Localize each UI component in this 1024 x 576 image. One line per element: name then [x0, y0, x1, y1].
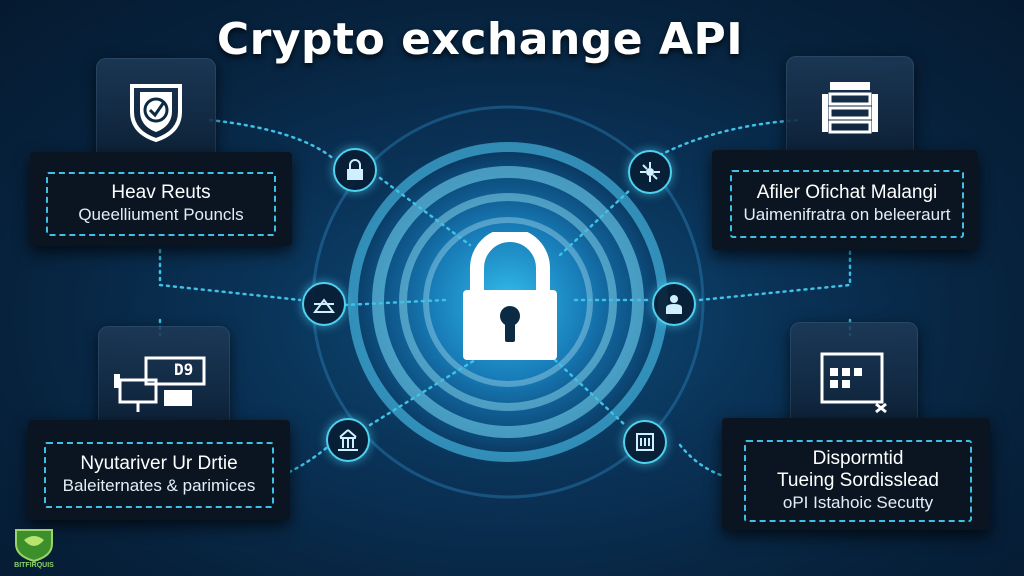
shield-logo-icon: [15, 529, 53, 563]
brand-logo: BITFIRQUIS: [12, 526, 56, 572]
node-tools: [302, 282, 346, 326]
top-left-card: Heav Reuts Queelliument Pouncls: [30, 152, 292, 246]
bottom-right-card-title-line2: Tueing Sordisslead: [777, 470, 939, 491]
padlock-icon: [463, 232, 557, 360]
connector: [208, 118, 337, 162]
node-building: [326, 418, 370, 462]
node-chip: [623, 420, 667, 464]
user-icon: [666, 295, 682, 314]
small-lock-icon: [347, 159, 363, 180]
top-left-card-subtitle: Queelliument Pouncls: [78, 205, 244, 224]
top-right-card: Afiler Ofichat Malangi Uaimenifratra on …: [712, 150, 978, 250]
shield-check-icon: [130, 84, 182, 142]
diagram-title: Crypto exchange API: [216, 14, 744, 65]
connector: [698, 248, 852, 302]
bottom-right-card-subtitle: oPI Istahoic Secutty: [782, 493, 934, 512]
node-padlock: [333, 148, 377, 192]
bottom-right-card: Dispormtid Tueing Sordisslead oPI Istaho…: [722, 418, 990, 530]
tools-icon: [313, 298, 335, 313]
logo-text: BITFIRQUIS: [14, 562, 54, 569]
bottom-left-card: Nyutariver Ur Drtie Baleiternates & pari…: [28, 420, 290, 520]
top-right-label-box: Afiler Ofichat Malangi Uaimenifratra on …: [730, 170, 964, 238]
top-left-icon-tile: [96, 58, 216, 168]
bottom-left-card-subtitle: Baleiternates & parimices: [62, 476, 256, 495]
node-network: [628, 150, 672, 194]
circuit-board-icon: [820, 352, 887, 414]
server-rack-icon: [822, 82, 878, 134]
terminal-monitor-icon: [114, 356, 206, 412]
network-hub-icon: [640, 162, 660, 182]
connection-lines: [158, 118, 852, 482]
chip-icon: [636, 433, 654, 451]
terminal-code-text: D9: [174, 360, 194, 379]
connector: [158, 248, 302, 302]
bottom-left-card-title: Nyutariver Ur Drtie: [80, 453, 238, 474]
connector: [553, 358, 627, 427]
ring-4: [423, 217, 593, 387]
connector: [558, 188, 632, 257]
connector: [368, 358, 477, 427]
bottom-left-label-box: Nyutariver Ur Drtie Baleiternates & pari…: [44, 442, 274, 508]
bottom-right-icon-tile: [790, 322, 918, 434]
bottom-right-label-box: Dispormtid Tueing Sordisslead oPI Istaho…: [744, 440, 972, 522]
bottom-left-icon-tile: D9: [98, 326, 230, 436]
top-left-label-box: Heav Reuts Queelliument Pouncls: [46, 172, 276, 236]
bottom-right-card-title: Dispormtid: [812, 448, 904, 469]
node-user: [652, 282, 696, 326]
connector: [378, 176, 472, 247]
top-left-card-title: Heav Reuts: [111, 182, 211, 203]
connector: [658, 118, 802, 157]
ring-2: [372, 166, 644, 438]
top-right-card-subtitle: Uaimenifratra on beleeraurt: [743, 205, 951, 224]
top-right-icon-tile: [786, 56, 914, 166]
connector: [343, 298, 447, 307]
building-icon: [338, 429, 358, 451]
top-right-card-title: Afiler Ofichat Malangi: [756, 182, 938, 203]
